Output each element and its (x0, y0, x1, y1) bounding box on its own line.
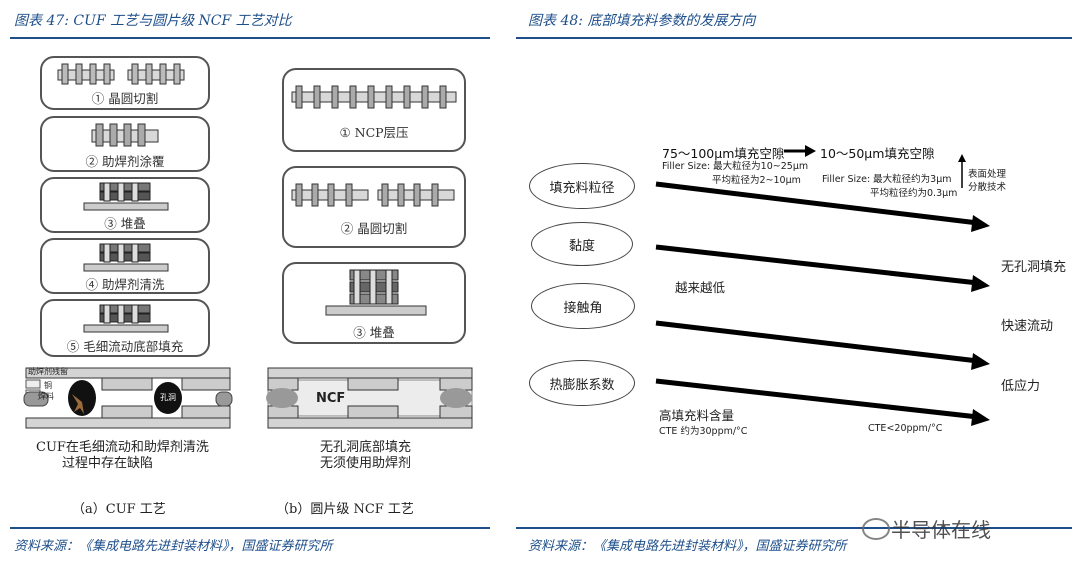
ncf-note-line-2: 无须使用助焊剂 (320, 456, 412, 471)
cuf-step-3-label: ③ 堆叠 (104, 216, 146, 231)
cuf-label-void: 孔洞 (160, 393, 176, 402)
trend-arrow-cte (655, 378, 979, 420)
right-title-rule (516, 37, 1072, 39)
ncf-cross-section (266, 367, 473, 429)
cuf-step-2: ② 助焊剂涂覆 (40, 116, 210, 172)
ncf-step-3-label: ③ 堆叠 (353, 325, 395, 340)
cuf-note-line-2: 过程中存在缺陷 (62, 456, 154, 471)
cuf-step-3-diagram (83, 182, 169, 211)
filler-from-line-2: 平均粒径为2~10μm (712, 175, 801, 186)
right-source: 资料来源：《集成电路先进封装材料》，国盛证券研究所 (528, 539, 847, 554)
dispersion-tech-text: 分散技术 (968, 182, 1007, 193)
parameter-trend-arrows (655, 145, 990, 426)
left-figure-title: 图表 47: CUF 工艺与圆片级 NCF 工艺对比 (14, 13, 292, 29)
gap-from-text: 75～100μm填充空隙 (662, 146, 785, 161)
cuf-cross-section (23, 367, 233, 429)
trend-arrowhead-particle-size (971, 215, 990, 232)
cuf-step-1: ① 晶圆切割 (40, 56, 210, 110)
trend-arrow-contact-angle (655, 320, 979, 364)
outcome-void-free: 无孔洞填充 (1001, 260, 1067, 275)
surface-treatment-text: 表面处理 (968, 169, 1007, 180)
cte-from-text: CTE 约为30ppm/°C (659, 426, 748, 437)
lower-and-lower-text: 越来越低 (675, 280, 726, 295)
ncf-step-3: ③ 堆叠 (282, 262, 466, 344)
cuf-note-line-1: CUF在毛细流动和助焊剂清洗 (36, 440, 209, 455)
cuf-label-flux-residue: 助焊剂残留 (28, 367, 68, 376)
left-title-rule (10, 37, 490, 39)
param-contact-angle-label: 接触角 (563, 300, 603, 316)
ncf-step-1: ① NCP层压 (282, 68, 466, 152)
left-source: 资料来源：《集成电路先进封装材料》，国盛证券研究所 (14, 539, 333, 554)
ncf-step-2-diagram (291, 183, 455, 207)
right-figure-title: 图表 48: 底部填充料参数的发展方向 (528, 13, 756, 29)
gap-to-text: 10～50μm填充空隙 (820, 146, 935, 161)
outcome-fast-flow: 快速流动 (1001, 319, 1054, 334)
cuf-step-2-diagram (91, 123, 159, 147)
cuf-step-4: ④ 助焊剂清洗 (40, 238, 210, 294)
filler-from-line-1: Filler Size: 最大粒径为10~25μm (662, 161, 809, 172)
high-filler-text: 高填充料含量 (659, 408, 735, 423)
cuf-step-5: ⑤ 毛细流动底部填充 (40, 299, 210, 357)
trend-arrow-particle-size (655, 181, 979, 226)
cuf-label-copper: 铜 (44, 381, 52, 390)
cte-to-text: CTE<20ppm/°C (868, 423, 943, 434)
cuf-step-2-label: ② 助焊剂涂覆 (85, 154, 165, 169)
param-contact-angle: 接触角 (531, 283, 635, 329)
trend-arrow-viscosity (655, 244, 979, 286)
ncf-cross-label: NCF (316, 391, 346, 406)
watermark-text: 半导体在线 (891, 518, 991, 542)
outcome-low-stress: 低应力 (1001, 379, 1041, 394)
cuf-step-1-label: ① 晶圆切割 (91, 91, 159, 106)
ncf-step-3-diagram (325, 269, 427, 316)
param-viscosity: 黏度 (531, 222, 633, 266)
cuf-step-3: ③ 堆叠 (40, 177, 210, 233)
param-viscosity-label: 黏度 (568, 238, 595, 254)
ncf-caption: （b）圆片级 NCF 工艺 (276, 502, 414, 517)
cuf-step-1-diagram (57, 63, 185, 85)
filler-to-line-1: Filler Size: 最大粒径约为3μm (822, 174, 952, 185)
param-particle-size-label: 填充料粒径 (549, 180, 615, 196)
cuf-step-5-diagram (83, 304, 169, 333)
wechat-logo-icon (862, 518, 890, 540)
trend-arrowhead-viscosity (971, 275, 990, 292)
filler-to-line-2: 平均粒径约为0.3μm (870, 188, 958, 199)
ncf-step-1-label: ① NCP层压 (339, 125, 409, 140)
ncf-step-2: ② 晶圆切割 (282, 166, 466, 248)
trend-arrowhead-contact-angle (971, 353, 990, 370)
left-source-rule (10, 527, 490, 529)
param-cte: 热膨胀系数 (529, 360, 635, 406)
param-particle-size: 填充料粒径 (529, 163, 635, 209)
cuf-caption: （a）CUF 工艺 (72, 502, 166, 517)
cuf-step-4-label: ④ 助焊剂清洗 (85, 277, 165, 292)
cuf-step-5-label: ⑤ 毛细流动底部填充 (66, 339, 184, 354)
param-cte-label: 热膨胀系数 (549, 377, 615, 393)
ncf-step-1-diagram (291, 85, 457, 109)
trend-arrowhead-cte (971, 409, 990, 426)
ncf-note-line-1: 无孔洞底部填充 (320, 440, 412, 455)
cuf-step-4-diagram (83, 243, 169, 272)
right-source-rule (516, 527, 1072, 529)
surface-arrowhead (958, 154, 966, 162)
cuf-label-solder: 焊料 (38, 392, 54, 401)
ncf-step-2-label: ② 晶圆切割 (340, 221, 408, 236)
gap-arrowhead (805, 145, 816, 157)
